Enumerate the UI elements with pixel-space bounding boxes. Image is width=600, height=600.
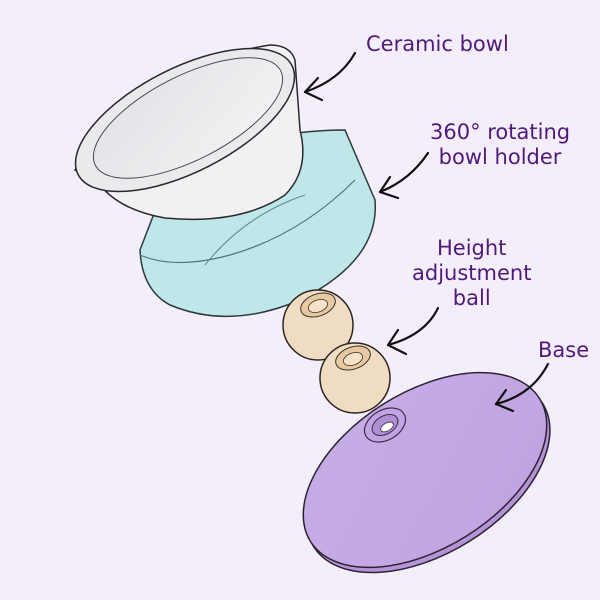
base-socket — [363, 407, 407, 443]
label-line: Height — [437, 236, 507, 260]
height-ball-upper — [282, 289, 354, 361]
label-line: ball — [452, 286, 491, 310]
arrow-ceramic-bowl — [303, 51, 357, 102]
base-part — [302, 371, 551, 574]
label-line: bowl holder — [438, 145, 562, 169]
label-line: adjustment — [412, 261, 532, 285]
label-line: Ceramic bowl — [366, 32, 509, 56]
label-bowl-holder: 360° rotating bowl holder — [430, 120, 570, 170]
label-height-ball: Height adjustment ball — [412, 236, 531, 311]
label-ceramic-bowl: Ceramic bowl — [366, 32, 509, 57]
height-ball-lower — [319, 342, 391, 414]
ceramic-bowl-part — [73, 44, 304, 221]
label-line: 360° rotating — [430, 120, 571, 144]
label-line: Base — [538, 338, 590, 362]
arrow-base — [494, 362, 550, 413]
arrow-height-ball — [386, 306, 440, 356]
arrow-bowl-holder — [378, 151, 430, 200]
label-base: Base — [538, 338, 589, 363]
